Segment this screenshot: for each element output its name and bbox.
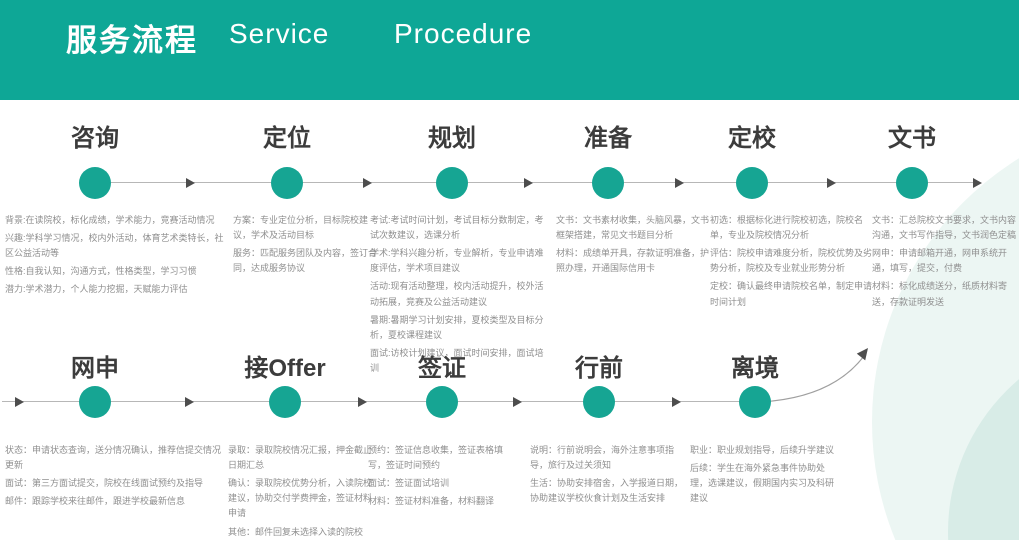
flow-line-row2 [2, 401, 760, 402]
step-detail-line: 方案：专业定位分析，目标院校建议，学术及活动目标 [233, 215, 369, 241]
page-title-en-procedure: Procedure [394, 18, 533, 49]
step-detail-line: 预约：签证信息收集，签证表格填写，签证时间预约 [368, 445, 504, 471]
step-detail-line: 网申：申请邮箱开通，网申系统开通，填写，提交，付费 [872, 248, 1008, 274]
arrow-right-icon [15, 397, 24, 407]
step-detail-line: 面试：第三方面试提交，院校在线面试预约及指导 [5, 478, 204, 489]
step-detail-line: 其他：邮件回复未选择入读的院校 [228, 526, 364, 537]
step-node-planning [436, 167, 468, 199]
step-node-positioning [271, 167, 303, 199]
arrow-right-icon [675, 178, 684, 188]
arrow-right-icon [524, 178, 533, 188]
step-detail-line: 背景:在读院校，标化成绩，学术能力，竞赛活动情况 [5, 215, 215, 225]
step-details-documents: 文书：汇总院校文书要求，文书内容沟通，文书写作指导，文书润色定稿网申：申请邮箱开… [872, 213, 1017, 313]
step-detail-line: 服务：匹配服务团队及内容，签订合同，达成服务协议 [233, 248, 378, 274]
step-node-departure [739, 386, 771, 418]
step-title-offer: 接Offer [244, 355, 326, 382]
step-details-pre-departure: 说明：行前说明会，海外注意事项指导，旅行及过关须知生活：协助安排宿舍，入学报道日… [530, 443, 688, 509]
step-title-positioning: 定位 [263, 125, 311, 152]
step-detail-line: 暑期:暑期学习计划安排，夏校类型及目标分析，夏校课程建议 [370, 314, 544, 340]
step-detail-line: 后续：学生在海外紧急事件协助处理，选课建议，假期国内实习及科研建议 [690, 463, 835, 504]
step-title-departure: 离境 [731, 355, 779, 382]
step-detail-line: 状态：申请状态查询，送分情况确认，推荐信提交情况更新 [5, 445, 222, 471]
step-detail-line: 初选：根据标化进行院校初选，院校名单，专业及院校情况分析 [710, 215, 864, 241]
step-detail-line: 说明：行前说明会，海外注意事项指导，旅行及过关须知 [530, 445, 675, 471]
arrow-right-icon [185, 397, 194, 407]
step-node-school-selection [736, 167, 768, 199]
step-detail-line: 活动:现有活动整理，校内活动提升，校外活动拓展，竞赛及公益活动建议 [370, 281, 544, 307]
page-title-en-service: Service [229, 18, 330, 49]
step-detail-line: 考试:考试时间计划，考试目标分数制定，考试次数建议，选课分析 [370, 215, 544, 241]
step-detail-line: 面试：签证面试培训 [368, 478, 450, 489]
step-node-documents [896, 167, 928, 199]
step-detail-line: 生活：协助安排宿舍，入学报道日期，协助建议学校伙食计划及生活安排 [530, 478, 684, 504]
step-detail-line: 录取：录取院校情况汇报，押金截止日期汇总 [228, 445, 373, 471]
header-banner: 服务流程 Service Procedure [0, 0, 1019, 100]
arrow-right-icon [513, 397, 522, 407]
step-title-pre-departure: 行前 [575, 355, 623, 382]
step-title-consult: 咨询 [71, 125, 119, 152]
step-details-consult: 背景:在读院校，标化成绩，学术能力，竞赛活动情况兴趣:学科学习情况，校内外活动，… [5, 213, 230, 301]
step-title-preparation: 准备 [584, 125, 632, 152]
step-node-pre-departure [583, 386, 615, 418]
step-details-online-application: 状态：申请状态查询，送分情况确认，推荐信提交情况更新面试：第三方面试提交，院校在… [5, 443, 227, 512]
step-detail-line: 性格:自我认知，沟通方式，性格类型，学习习惯 [5, 266, 197, 277]
step-details-departure: 职业：职业规划指导，后续升学建议后续：学生在海外紧急事件协助处理，选课建议，假期… [690, 443, 842, 509]
step-node-visa [426, 386, 458, 418]
step-details-preparation: 文书：文书素材收集，头脑风暴，文书框架搭建，常见文书题目分析材料：成绩单开具，存… [556, 213, 716, 279]
step-details-school-selection: 初选：根据标化进行院校初选，院校名单，专业及院校情况分析评估：院校申请难度分析，… [710, 213, 878, 313]
arrow-right-icon [973, 178, 982, 188]
step-detail-line: 面试:访校计划建议，面试时间安排，面试培训 [370, 347, 544, 373]
arrow-right-icon [827, 178, 836, 188]
curved-up-right-arrow-icon [759, 348, 868, 403]
flow-line-row1 [95, 182, 979, 183]
step-title-school-selection: 定校 [728, 125, 776, 152]
step-node-online-application [79, 386, 111, 418]
step-title-visa: 签证 [418, 355, 466, 382]
page-title-zh: 服务流程 [66, 23, 198, 58]
arrow-right-icon [363, 178, 372, 188]
arrow-right-icon [672, 397, 681, 407]
step-node-offer [269, 386, 301, 418]
step-detail-line: 潜力:学术潜力，个人能力挖掘，天赋能力评估 [5, 284, 188, 295]
step-detail-line: 文书：文书素材收集，头脑风暴，文书框架搭建，常见文书题目分析 [556, 215, 710, 241]
step-title-online-application: 网申 [71, 355, 119, 382]
step-node-consult [79, 167, 111, 199]
step-details-offer: 录取：录取院校情况汇报，押金截止日期汇总确认：录取院校优势分析，入读院校建议，协… [228, 443, 380, 540]
arrow-right-icon [358, 397, 367, 407]
step-details-positioning: 方案：专业定位分析，目标院校建议，学术及活动目标服务：匹配服务团队及内容，签订合… [233, 213, 383, 279]
step-node-preparation [592, 167, 624, 199]
step-detail-line: 材料：签证材料准备，材料翻译 [368, 496, 495, 507]
step-title-planning: 规划 [428, 125, 476, 152]
arrow-right-icon [186, 178, 195, 188]
step-details-planning: 考试:考试时间计划，考试目标分数制定，考试次数建议，选课分析学术:学科兴趣分析，… [370, 213, 550, 379]
step-detail-line: 材料：成绩单开具，存款证明准备，护照办理，开通国际信用卡 [556, 248, 710, 274]
step-detail-line: 材料：标化成绩送分，纸质材料寄送，存款证明发送 [872, 281, 1008, 307]
step-detail-line: 文书：汇总院校文书要求，文书内容沟通，文书写作指导，文书润色定稿 [872, 215, 1017, 241]
step-title-documents: 文书 [888, 125, 936, 152]
step-detail-line: 学术:学科兴趣分析，专业解析，专业申请难度评估，学术项目建议 [370, 248, 544, 274]
step-detail-line: 职业：职业规划指导，后续升学建议 [690, 445, 835, 455]
step-detail-line: 评估：院校申请难度分析，院校优势及劣势分析，院校及专业就业形势分析 [710, 248, 873, 274]
step-detail-line: 邮件：跟踪学校来往邮件，跟进学校最新信息 [5, 496, 186, 507]
step-details-visa: 预约：签证信息收集，签证表格填写，签证时间预约面试：签证面试培训材料：签证材料准… [368, 443, 520, 512]
step-detail-line: 兴趣:学科学习情况，校内外活动，体育艺术类特长，社区公益活动等 [5, 233, 224, 259]
step-detail-line: 定校：确认最终申请院校名单，制定申请时间计划 [710, 281, 873, 307]
step-detail-line: 确认：录取院校优势分析，入读院校建议，协助交付学费押金，签证材料申请 [228, 478, 373, 519]
